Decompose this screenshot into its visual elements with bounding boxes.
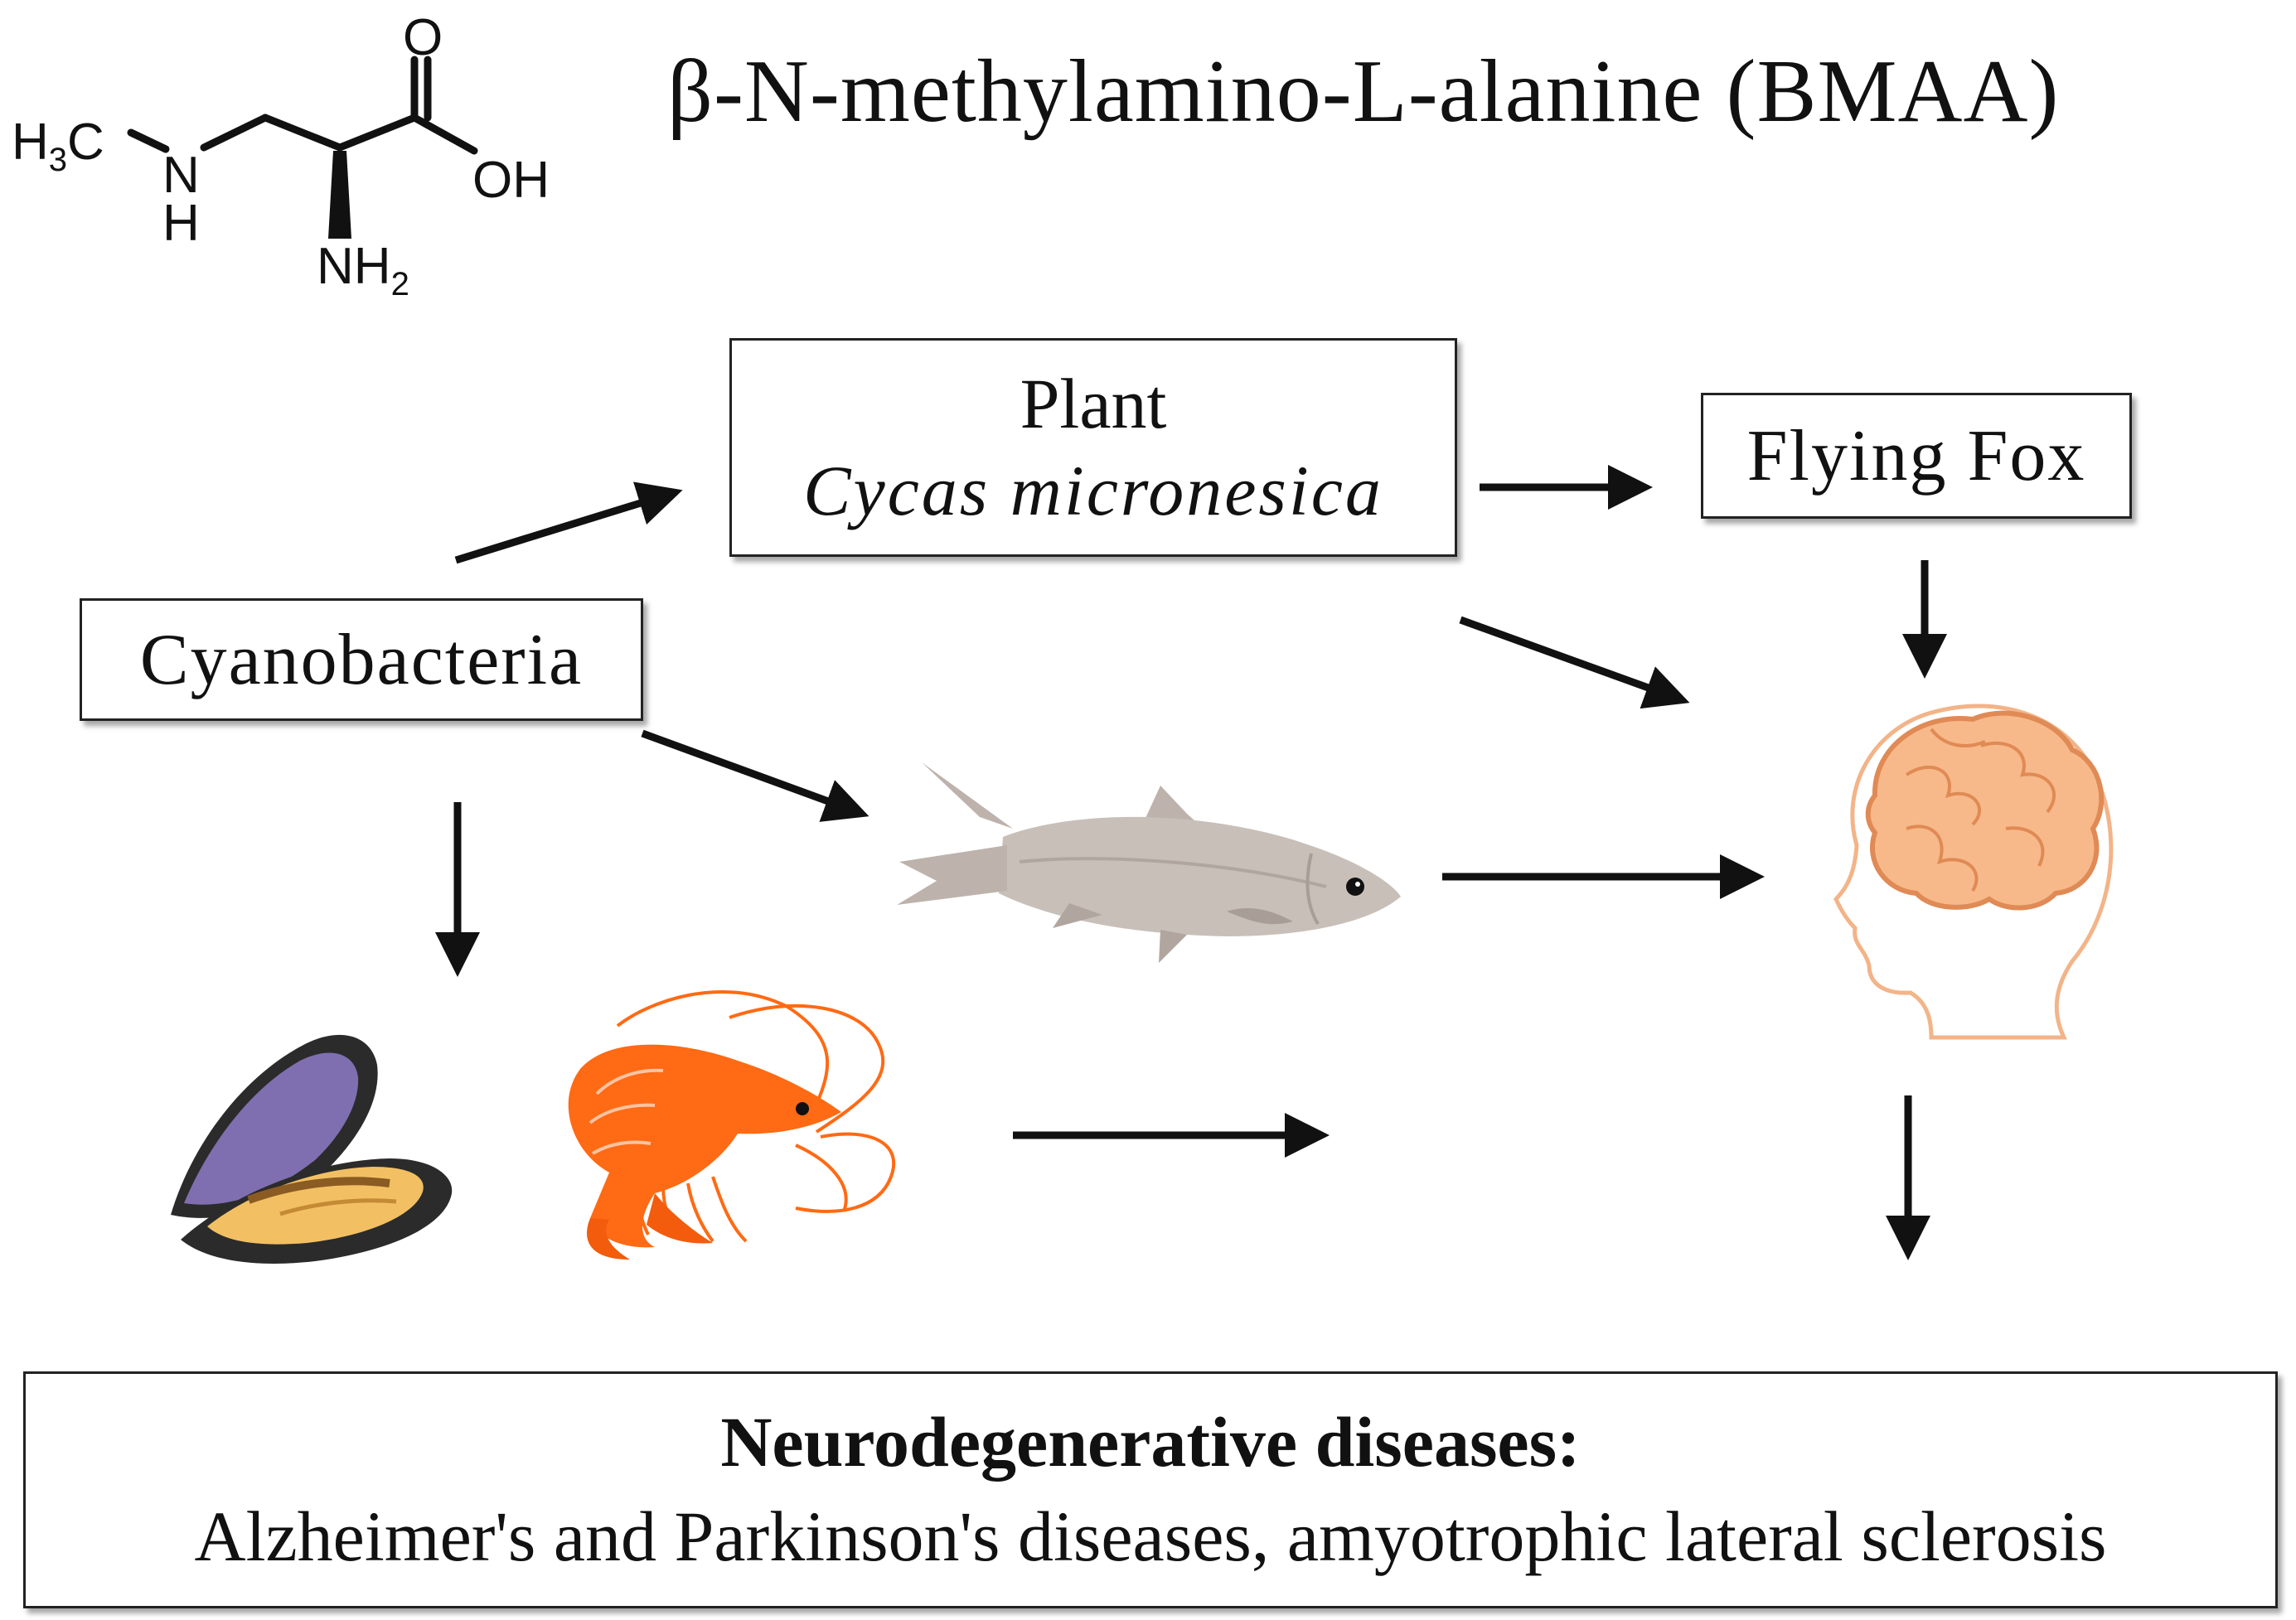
plant-label: Plant	[1020, 364, 1167, 444]
plant-box: Plant Cycas micronesica	[729, 338, 1457, 557]
diseases-box: Neurodegenerative diseases: Alzheimer's …	[23, 1371, 2278, 1608]
molecule-o-label: O	[403, 9, 443, 66]
diseases-list: Alzheimer's and Parkinson's diseases, am…	[194, 1497, 2107, 1576]
arrow-plant-to-brain	[1459, 616, 1690, 709]
molecule-n-label: N	[162, 147, 200, 204]
cyanobacteria-box: Cyanobacteria	[80, 598, 643, 721]
diagram-title: β-N-methylamino-L-alanine (BMAA)	[667, 42, 2060, 141]
arrow-cyanobacteria-to-plant	[454, 481, 683, 564]
molecule-oh-label: OH	[472, 152, 550, 209]
molecule-nh2-label: NH2	[317, 238, 409, 302]
flying-fox-box: Flying Fox	[1701, 393, 2132, 519]
molecule-h3c-label: H3C	[12, 114, 104, 178]
cyanobacteria-label: Cyanobacteria	[139, 619, 584, 700]
diseases-heading: Neurodegenerative diseases:	[720, 1402, 1581, 1482]
molecule-h-label: H	[162, 195, 200, 252]
flying-fox-label: Flying Fox	[1746, 415, 2086, 496]
arrow-cyanobacteria-to-fish	[641, 729, 869, 822]
plant-species-label: Cycas micronesica	[803, 451, 1383, 530]
